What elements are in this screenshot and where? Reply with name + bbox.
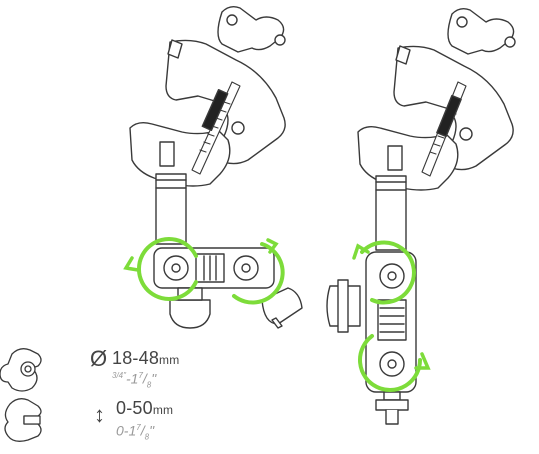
rotation-arrow-lower-ball [358, 334, 422, 392]
rotation-arrow-right-ball [232, 242, 285, 305]
thickness-arrow-icon: ↕ [94, 402, 105, 427]
rotation-arrows [123, 237, 431, 392]
rotation-arrow-upper-ball [360, 240, 416, 305]
diameter-symbol: Ø [90, 346, 108, 371]
right-clamp-assembly [326, 7, 516, 425]
spec-row-thickness: ↕ 0-50mm 0-17/8" [0, 394, 220, 454]
diameter-range: 18-48mm [112, 348, 180, 368]
left-clamp-assembly [129, 5, 303, 329]
clamp-jaw-open-icon [0, 348, 42, 392]
thickness-range-imperial: 0-17/8" [116, 422, 155, 442]
thickness-range: 0-50mm [116, 398, 174, 418]
diameter-range-imperial: 3/4"-17/8" [112, 370, 157, 390]
clamp-jaw-flat-icon [4, 398, 42, 442]
spec-row-diameter: Ø 18-48mm 3/4"-17/8" [0, 344, 220, 404]
